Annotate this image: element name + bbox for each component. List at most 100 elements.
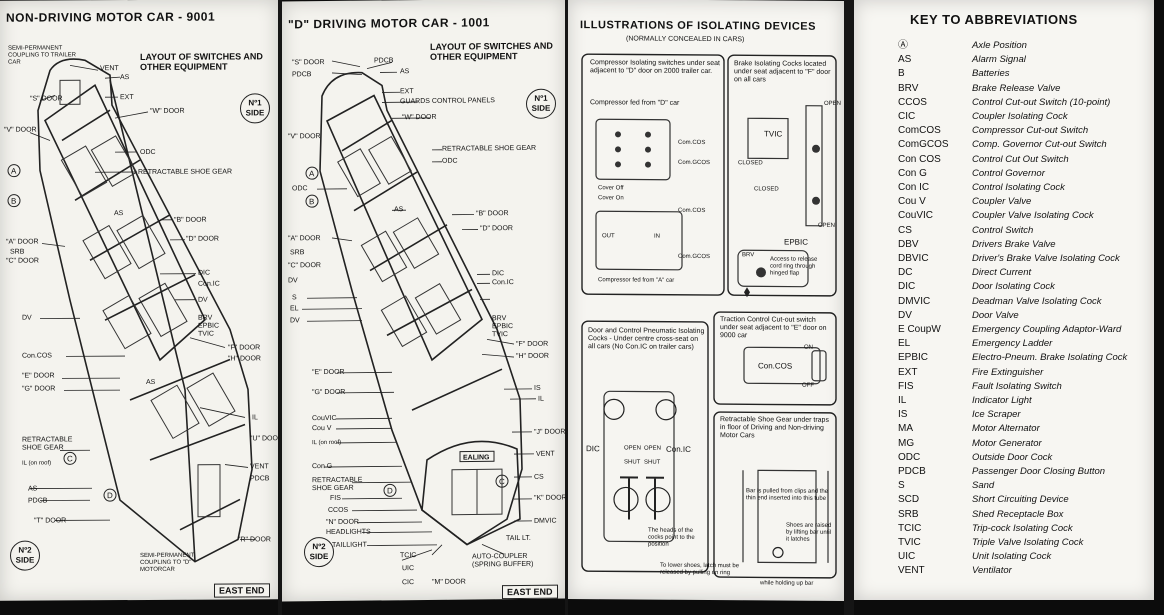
abbreviation-meaning: Shed Receptacle Box	[972, 508, 1064, 520]
label-ext: EXT	[120, 94, 134, 102]
label-il: IL	[252, 414, 258, 422]
label-guards-control-panels: GUARDS CONTROL PANELS	[400, 97, 495, 106]
label-u-door: "U" DOOR	[250, 435, 278, 443]
label-v-door: "V" DOOR	[4, 126, 37, 134]
box1-cover-off: Cover Off	[598, 185, 624, 192]
abbreviation-key: E CoupW	[898, 324, 941, 335]
abbreviation-meaning: Electro-Pneum. Brake Isolating Cock	[972, 352, 1128, 364]
label-con-g: Con G	[312, 462, 333, 471]
label-pdcb: PDCB	[374, 57, 394, 65]
box1-label-out: OUT	[602, 233, 615, 240]
label-m-door: "M" DOOR	[432, 578, 466, 586]
box3-label-dic: DIC	[586, 444, 600, 454]
label-tvic: TVIC	[198, 330, 214, 338]
abbreviation-key: DMVIC	[898, 295, 931, 307]
abbreviation-meaning: Door Valve	[972, 309, 1019, 321]
abbreviation-key: DBV	[898, 238, 919, 250]
abbreviation-meaning: Emergency Coupling Adaptor-Ward	[972, 324, 1122, 335]
abbreviation-meaning: Axle Position	[972, 40, 1027, 51]
abbreviation-key: PDCB	[898, 466, 926, 477]
abbreviation-key: S	[898, 480, 905, 492]
label-auto-coupler: AUTO-COUPLER (SPRING BUFFER)	[472, 552, 534, 569]
label-cou-v: Cou V	[312, 424, 332, 433]
abbreviation-meaning: Drivers Brake Valve	[972, 238, 1056, 250]
label-g-door: "G" DOOR	[22, 385, 56, 393]
abbreviation-key: Ⓐ	[898, 40, 908, 51]
label-a-door: "A" DOOR	[288, 235, 321, 243]
label-j-door: "J" DOOR	[534, 428, 565, 436]
label-h-door: "H" DOOR	[516, 352, 549, 361]
abbreviation-key: AS	[898, 54, 912, 66]
abbreviation-meaning: Coupler Isolating Cock	[972, 111, 1068, 122]
abbreviation-key: CIC	[898, 111, 916, 122]
label-taillight: TAILLIGHT	[332, 541, 367, 549]
abbreviation-meaning: Control Isolating Cock	[972, 182, 1065, 193]
box-compressor-switches	[581, 53, 725, 296]
label-tail-lt: TAIL LT.	[506, 534, 531, 543]
abbreviation-key: EXT	[898, 366, 918, 378]
abbreviation-key: Con G	[898, 167, 927, 179]
label-il-on-roof: IL (on roof)	[22, 460, 52, 467]
abbreviation-row: CIC Coupler Isolating Cock	[898, 109, 1148, 124]
abbreviation-key: CS	[898, 224, 912, 236]
abbreviation-key: TCIC	[898, 522, 922, 534]
abbreviation-meaning: Control Cut Out Switch	[972, 153, 1069, 165]
box4-label-con-cos: Con.COS	[758, 361, 793, 371]
label-odc: ODC	[292, 185, 308, 193]
label-retractable-shoe-gear: RETRACTABLE SHOE GEAR	[22, 436, 73, 452]
label-k-door: "K" DOOR	[534, 494, 565, 502]
abbreviation-row: EPBIC Electro-Pneum. Brake Isolating Cock	[898, 350, 1148, 365]
box5-note3: To lower shoes, latch must be released b…	[660, 562, 740, 577]
box2-label-tvic: TVIC	[764, 129, 783, 139]
box4-label-on: ON	[804, 344, 813, 351]
axle-c-marker: C	[499, 477, 505, 486]
abbreviation-meaning: Motor Alternator	[972, 423, 1040, 435]
fold-gap	[278, 0, 282, 615]
panel-isolating-devices: ILLUSTRATIONS OF ISOLATING DEVICES (NORM…	[568, 0, 844, 601]
devices-diagram	[581, 53, 837, 579]
abbreviation-key: EPBIC	[898, 352, 929, 364]
box3-note: The heads of the cocks point to the posi…	[648, 527, 695, 548]
panel-driving-motor-car: "D" DRIVING MOTOR CAR - 1001 LAYOUT OF S…	[282, 0, 565, 602]
label-g-door: "G" DOOR	[312, 388, 346, 397]
abbreviation-key: SCD	[898, 494, 920, 506]
label-as: AS	[114, 210, 124, 218]
box1-label-in: IN	[654, 233, 660, 240]
axle-a-marker: A	[11, 167, 17, 176]
abbreviation-key: MA	[898, 423, 913, 435]
box1-label-com-cos: Com.COS	[678, 207, 706, 214]
label-coupling-trailer: SEMI-PERMANENT COUPLING TO TRAILER CAR	[8, 45, 77, 66]
abbreviation-key: Cou V	[898, 196, 926, 208]
abbreviation-row: Ⓐ Axle Position	[898, 38, 1148, 53]
label-pdcb: PDCB	[292, 71, 312, 79]
label-tvic: TVIC	[492, 331, 508, 339]
box2-label-open: OPEN	[824, 100, 842, 107]
label-dv: DV	[290, 317, 300, 325]
label-r-door: "R" DOOR	[238, 536, 271, 544]
abbreviation-key: SRB	[898, 508, 919, 520]
abbreviation-key: ComCOS	[898, 125, 941, 137]
abbreviation-meaning: Fault Isolating Switch	[972, 380, 1062, 392]
abbreviation-key: EL	[898, 338, 911, 350]
box5-note4: while holding up bar	[760, 580, 814, 587]
abbreviation-meaning: Door Isolating Cock	[972, 281, 1055, 293]
label-con-cos: Con.COS	[22, 352, 52, 360]
label-s-door: "S" DOOR	[30, 95, 63, 103]
label-t-door: "T" DOOR	[34, 517, 67, 525]
label-brv: BRV	[198, 314, 213, 322]
abbreviation-key: CCOS	[898, 96, 927, 108]
box-brake-cocks	[727, 54, 837, 297]
axle-b-marker: B	[309, 197, 314, 206]
box1-cover-on: Cover On	[598, 195, 624, 202]
abbreviation-row: SRB Shed Receptacle Box	[898, 507, 1148, 522]
